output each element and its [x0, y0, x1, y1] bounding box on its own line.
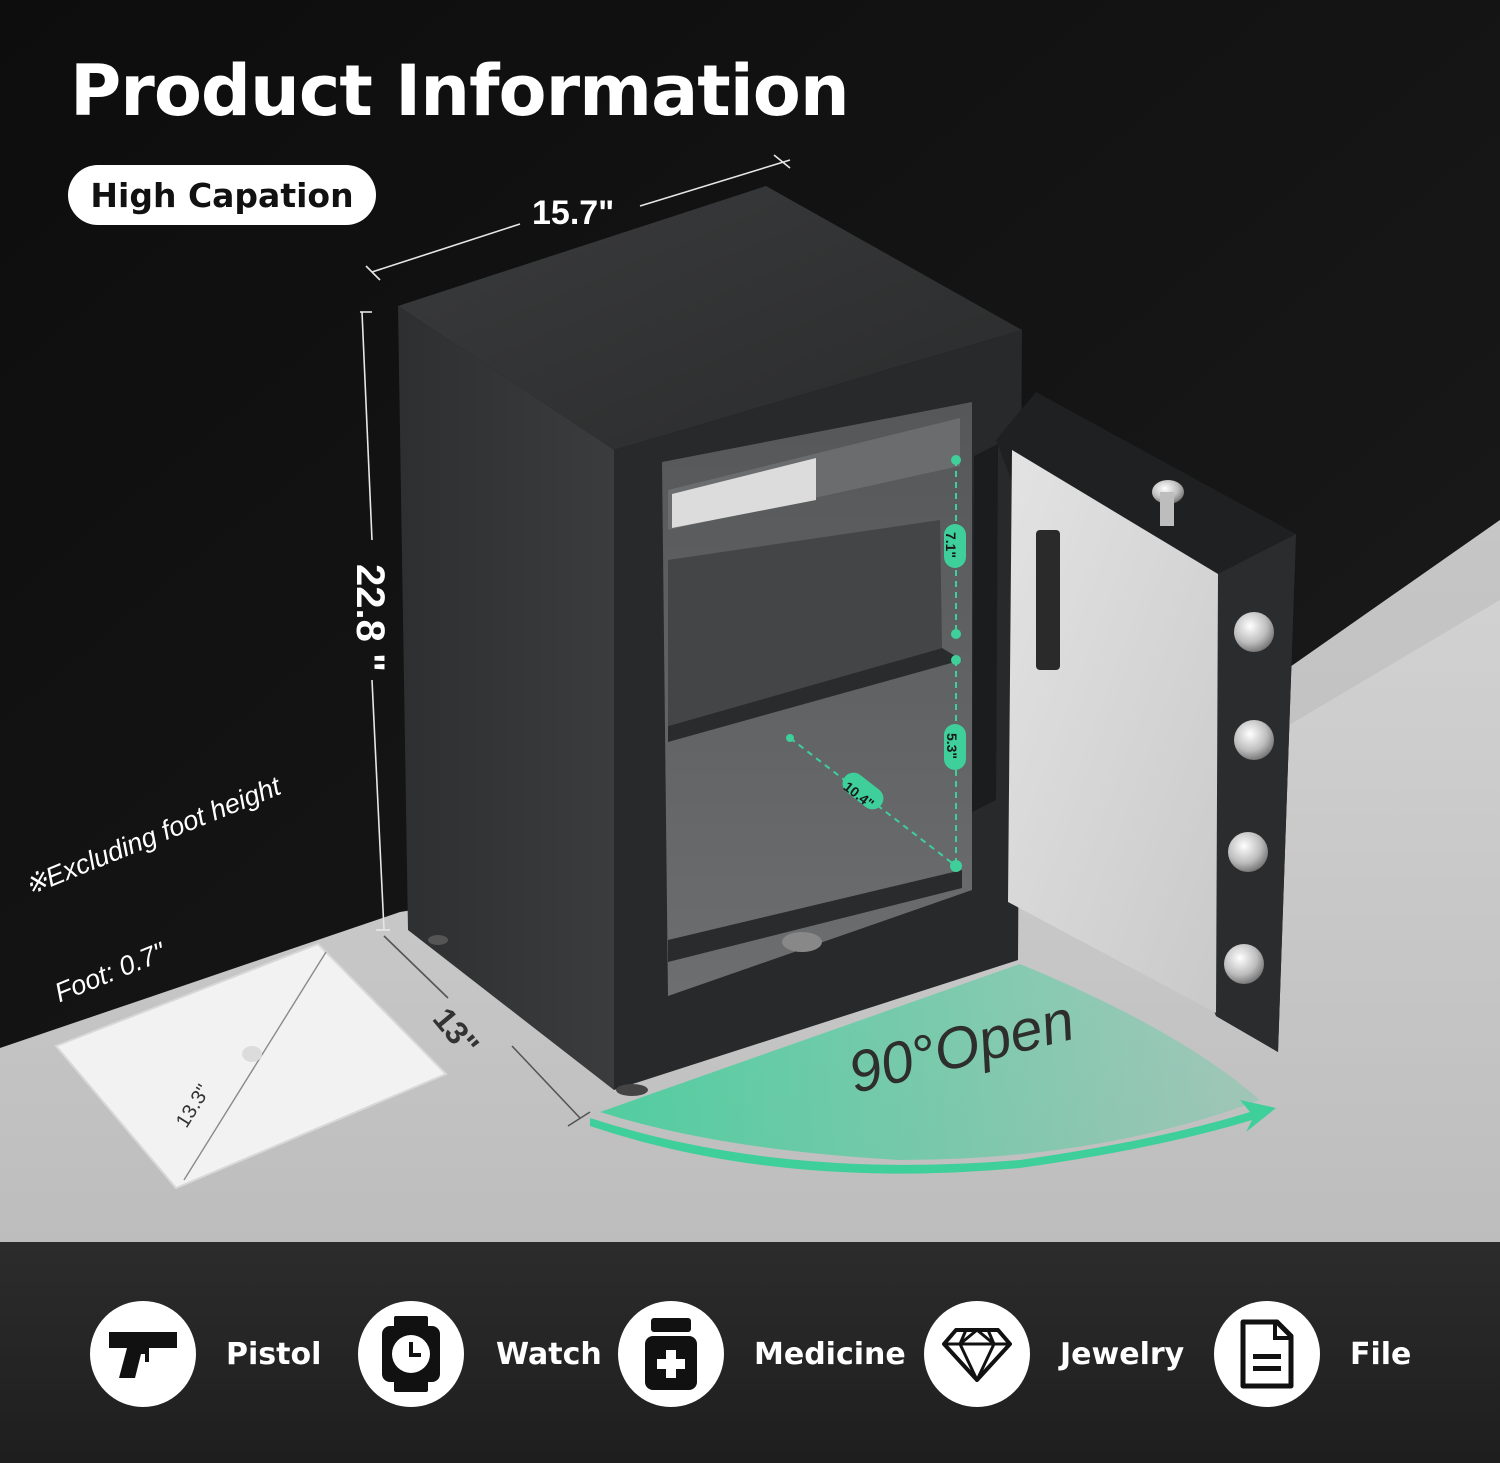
category-jewelry: Jewelry [924, 1300, 1184, 1408]
guide-dots [786, 455, 962, 872]
lock-knob [782, 932, 822, 952]
category-label: Pistol [226, 1336, 322, 1372]
foot-left [428, 935, 448, 945]
guide-badges [842, 524, 966, 810]
door-edge [1216, 534, 1296, 1052]
category-medicine: Medicine [618, 1300, 906, 1408]
page-title: Product Information [70, 50, 850, 132]
safe-top [398, 186, 1022, 450]
open-floor-shade [600, 964, 1260, 1160]
medicine-icon [618, 1301, 724, 1407]
width-dimension: 15.7" [532, 194, 615, 232]
file-icon [1214, 1301, 1320, 1407]
watch-icon [358, 1301, 464, 1407]
safe-door [972, 392, 1296, 1052]
category-label: Medicine [754, 1336, 906, 1372]
category-label: Jewelry [1060, 1336, 1185, 1372]
height-dimension: 22.8 " [347, 564, 392, 672]
category-watch: Watch [358, 1300, 602, 1408]
category-file: File [1214, 1300, 1411, 1408]
upper-height-label: 7.1" [943, 531, 960, 559]
drawer-light [672, 458, 816, 528]
foot-front [616, 1084, 648, 1096]
category-pistol: Pistol [90, 1300, 321, 1408]
floor-inner [668, 870, 962, 962]
laptop [54, 942, 448, 1190]
lower-height-label: 5.3" [944, 732, 961, 760]
door-panel [1008, 450, 1218, 1014]
pistol-icon [90, 1301, 196, 1407]
capacity-badge: High Capation [68, 165, 376, 225]
category-label: File [1350, 1336, 1412, 1372]
dimension-lines [360, 154, 791, 1127]
capacity-badge-label: High Capation [90, 175, 354, 215]
door-hinge [972, 444, 998, 812]
category-label: Watch [496, 1336, 602, 1372]
safe-body [398, 186, 1022, 1096]
door-handle [1036, 530, 1060, 670]
shelf [668, 648, 962, 742]
jewelry-icon [924, 1301, 1030, 1407]
shelf-top [668, 520, 942, 726]
safe-side [398, 306, 614, 1090]
